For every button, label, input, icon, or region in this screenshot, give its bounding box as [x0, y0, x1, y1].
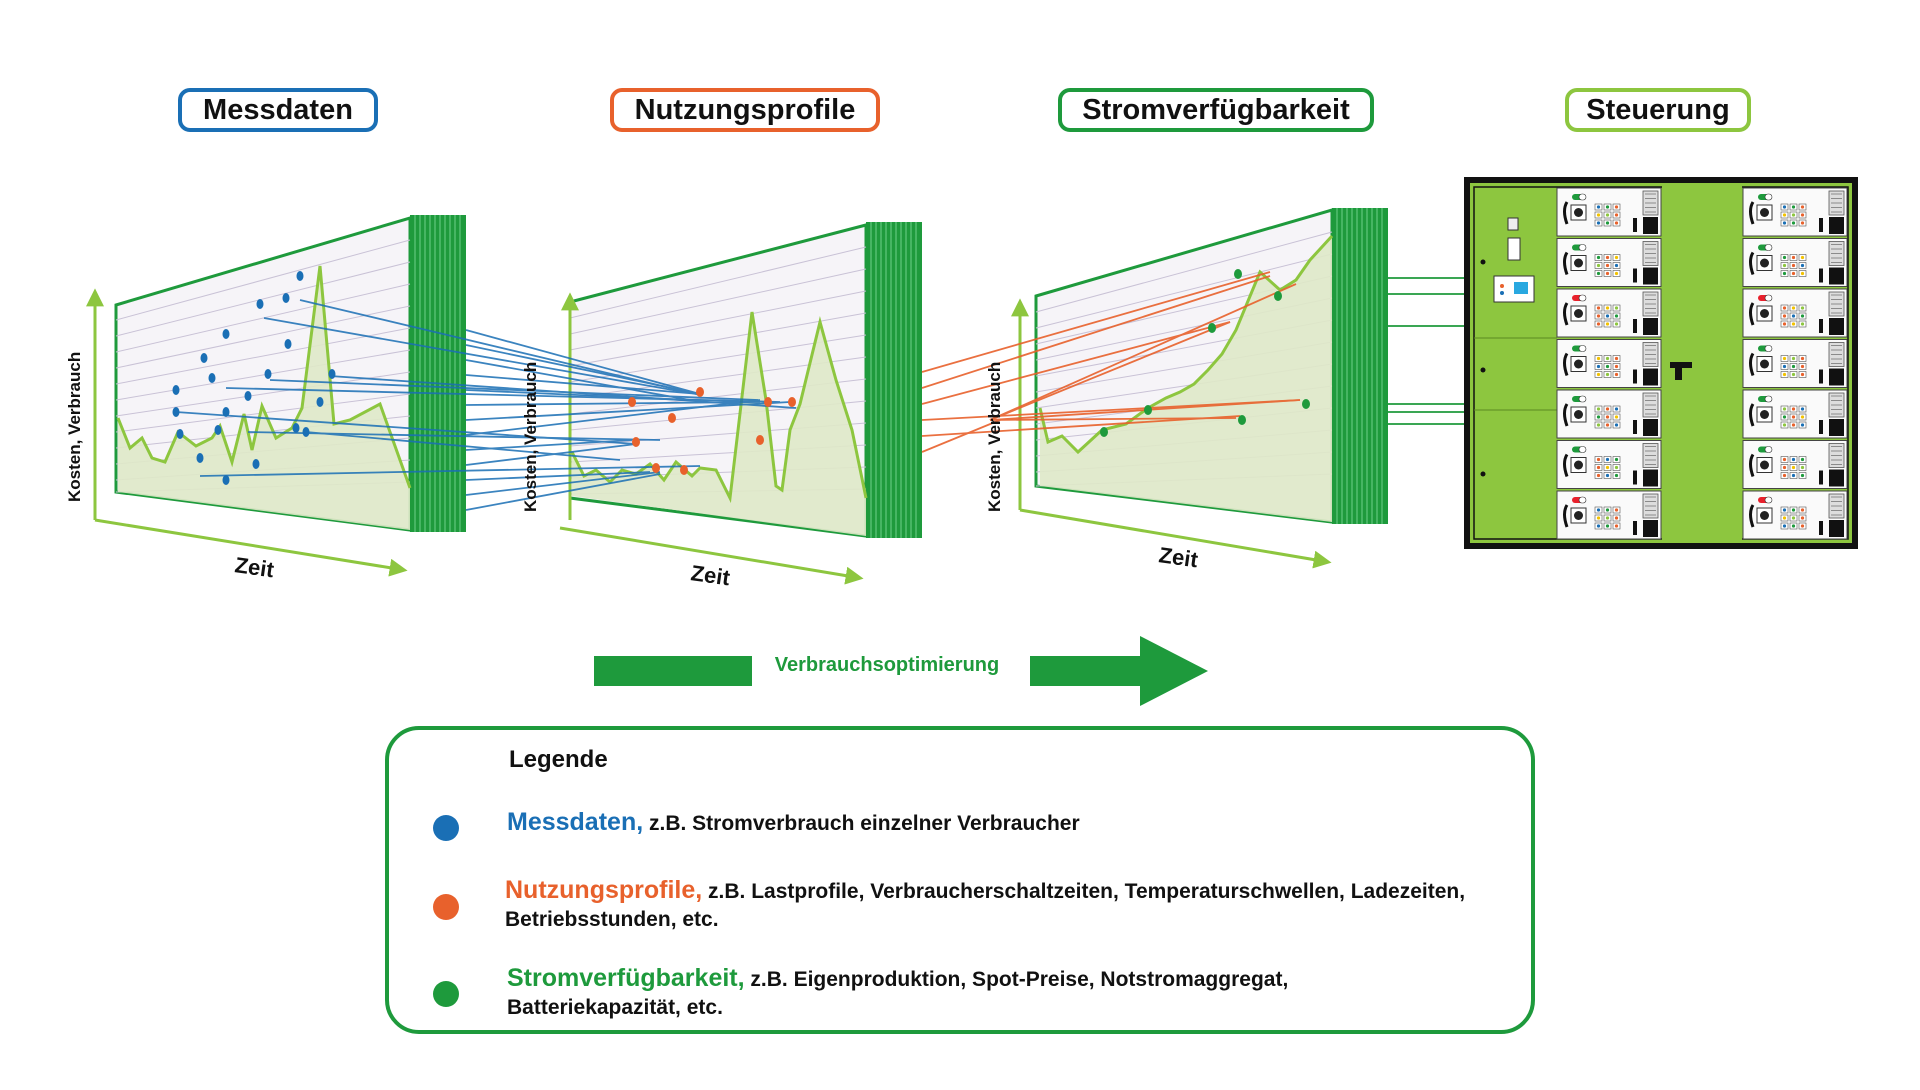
panel-3-x-label: Zeit	[1157, 542, 1200, 572]
breaker-module	[1742, 339, 1848, 388]
panel-1-y-label: Kosten, Verbrauch	[65, 352, 84, 502]
legend-box: Legende Messdaten, z.B. Stromverbrauch e…	[385, 726, 1535, 1034]
stromverfuegbarkeit-points	[1100, 269, 1310, 437]
verbrauchsoptimierung-label: Verbrauchsoptimierung	[774, 654, 1000, 676]
legend-dot-messdaten	[433, 815, 459, 841]
legend-item-nutzungsprofile: Nutzungsprofile, z.B. Lastprofile, Verbr…	[505, 876, 1485, 934]
cabinet-modules-left	[1556, 187, 1662, 540]
breaker-module	[1556, 187, 1662, 237]
messdaten-points	[172, 271, 336, 485]
panel-3-line	[1038, 234, 1334, 455]
control-cabinet	[1464, 177, 1858, 549]
panel-3-area	[1040, 236, 1332, 522]
panel-3-stack	[1332, 208, 1388, 524]
legend-dot-nutzungsprofile	[433, 894, 459, 920]
verbrauchsoptimierung-arrow	[594, 636, 1208, 706]
legend-item-messdaten: Messdaten, z.B. Stromverbrauch einzelner…	[507, 808, 1497, 838]
title-messdaten-label: Messdaten	[203, 93, 353, 126]
breaker-module	[1742, 490, 1848, 540]
title-steuerung: Steuerung	[1565, 88, 1751, 132]
legend-title: Legende	[509, 746, 608, 773]
legend-desc-messdaten: z.B. Stromverbrauch einzelner Verbrauche…	[643, 812, 1080, 835]
title-stromverfuegbarkeit: Stromverfügbarkeit	[1058, 88, 1374, 132]
legend-dot-stromverfuegbarkeit	[433, 981, 459, 1007]
panel-3-y-label: Kosten, Verbrauch	[985, 362, 1004, 512]
panel-1-area	[118, 266, 410, 530]
breaker-module	[1742, 238, 1848, 287]
nutzungsprofile-points	[628, 387, 796, 475]
cabinet-modules-right	[1742, 187, 1848, 540]
title-steuerung-label: Steuerung	[1586, 93, 1730, 126]
legend-item-stromverfuegbarkeit: Stromverfügbarkeit, z.B. Eigenproduktion…	[507, 964, 1407, 1022]
breaker-module	[1556, 288, 1662, 338]
breaker-module	[1556, 238, 1662, 287]
legend-desc-nutzungsprofile: z.B. Lastprofile, Verbraucherschaltzeite…	[505, 880, 1466, 931]
green-connection-lines	[1388, 277, 1465, 425]
panel-2-y-label: Kosten, Verbrauch	[521, 362, 540, 512]
panel-stromverfuegbarkeit	[1011, 208, 1388, 569]
blue-connection-lines	[175, 299, 797, 511]
breaker-module	[1556, 440, 1662, 489]
breaker-module	[1556, 490, 1662, 540]
title-nutzungsprofile-label: Nutzungsprofile	[634, 93, 856, 126]
legend-key-nutzungsprofile: Nutzungsprofile,	[505, 876, 703, 904]
title-nutzungsprofile: Nutzungsprofile	[610, 88, 880, 132]
breaker-module	[1742, 440, 1848, 489]
legend-key-stromverfuegbarkeit: Stromverfügbarkeit,	[507, 964, 745, 992]
orange-connection-lines	[921, 271, 1301, 453]
legend-desc-stromverfuegbarkeit: z.B. Eigenproduktion, Spot-Preise, Notst…	[507, 968, 1289, 1019]
panel-2-area	[572, 312, 866, 536]
breaker-module	[1556, 389, 1662, 439]
breaker-module	[1556, 339, 1662, 388]
legend-key-messdaten: Messdaten,	[507, 808, 644, 836]
panel-1-axes	[86, 288, 408, 577]
cabinet-left-section	[1474, 217, 1557, 477]
panel-2-x-label: Zeit	[689, 560, 732, 590]
breaker-module	[1742, 288, 1848, 338]
title-stromverfuegbarkeit-label: Stromverfügbarkeit	[1082, 93, 1350, 126]
panel-2-stack	[866, 222, 922, 538]
panel-nutzungsprofile	[559, 222, 922, 585]
panel-1-stack	[410, 215, 466, 532]
breaker-module	[1742, 389, 1848, 439]
panel-1-x-label: Zeit	[233, 552, 276, 582]
panel-messdaten	[86, 215, 466, 577]
breaker-module	[1742, 187, 1848, 237]
title-messdaten: Messdaten	[178, 88, 378, 132]
cabinet-divider	[1662, 183, 1742, 543]
